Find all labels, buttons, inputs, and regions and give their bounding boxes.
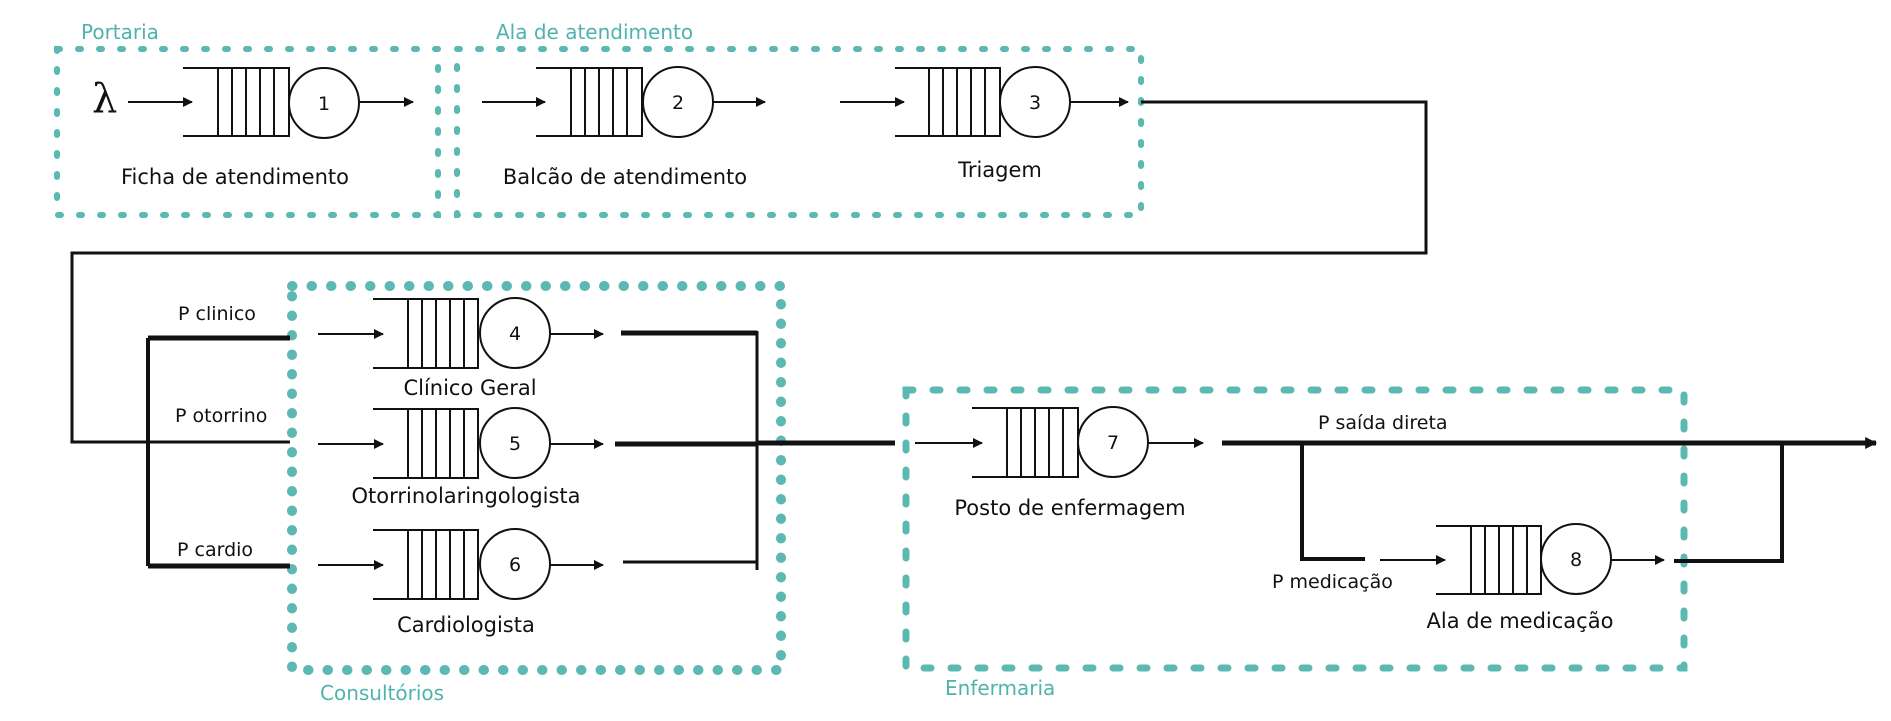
- station-5-label: Otorrinolaringologista: [351, 484, 580, 508]
- queue-4: [373, 298, 479, 369]
- prob-label-saida-direta: P saída direta: [1318, 412, 1448, 434]
- queue-5: [373, 408, 479, 479]
- station-3-label: Triagem: [957, 158, 1042, 182]
- station-1-label: Ficha de atendimento: [121, 165, 349, 189]
- zone-label-consultorios: Consultórios: [320, 681, 444, 705]
- station-6-label: Cardiologista: [397, 613, 535, 637]
- station-4-label: Clínico Geral: [403, 376, 536, 400]
- server-7-number: 7: [1107, 432, 1119, 454]
- station-7-label: Posto de enfermagem: [954, 496, 1185, 520]
- server-5-number: 5: [509, 433, 521, 455]
- server-3-number: 3: [1029, 92, 1041, 114]
- station-2-label: Balcão de atendimento: [503, 165, 747, 189]
- zone-label-enfermaria: Enfermaria: [945, 676, 1055, 700]
- branch-medicacao: [1300, 443, 1365, 561]
- return-medicacao-to-exit: [1674, 443, 1784, 563]
- server-2-number: 2: [672, 92, 684, 114]
- station-8-label: Ala de medicação: [1427, 609, 1614, 633]
- zone-ala-atendimento-border: [454, 46, 1144, 218]
- prob-label-otorrino: P otorrino: [175, 405, 267, 427]
- prob-label-cardio: P cardio: [177, 539, 253, 561]
- zone-consultorios-border: [287, 281, 786, 675]
- zone-enfermaria-border: [902, 386, 1688, 672]
- queue-7: [972, 407, 1079, 478]
- queue-8: [1436, 525, 1542, 595]
- queue-6: [373, 529, 479, 600]
- queue-1: [183, 67, 290, 137]
- queue-3: [895, 67, 1001, 137]
- queue-2: [536, 67, 643, 137]
- server-8-number: 8: [1570, 549, 1582, 571]
- connector-triagem-to-consultorios: [70, 100, 1428, 444]
- prob-label-medicacao: P medicação: [1272, 571, 1393, 593]
- zone-label-portaria: Portaria: [81, 20, 159, 44]
- zone-portaria-border: [54, 46, 441, 218]
- zone-label-ala-atendimento: Ala de atendimento: [496, 20, 693, 44]
- server-6-number: 6: [509, 554, 521, 576]
- server-1-number: 1: [318, 93, 330, 115]
- server-4-number: 4: [509, 323, 521, 345]
- arrival-rate-symbol: λ: [92, 76, 117, 122]
- prob-label-clinico: P clinico: [178, 303, 256, 325]
